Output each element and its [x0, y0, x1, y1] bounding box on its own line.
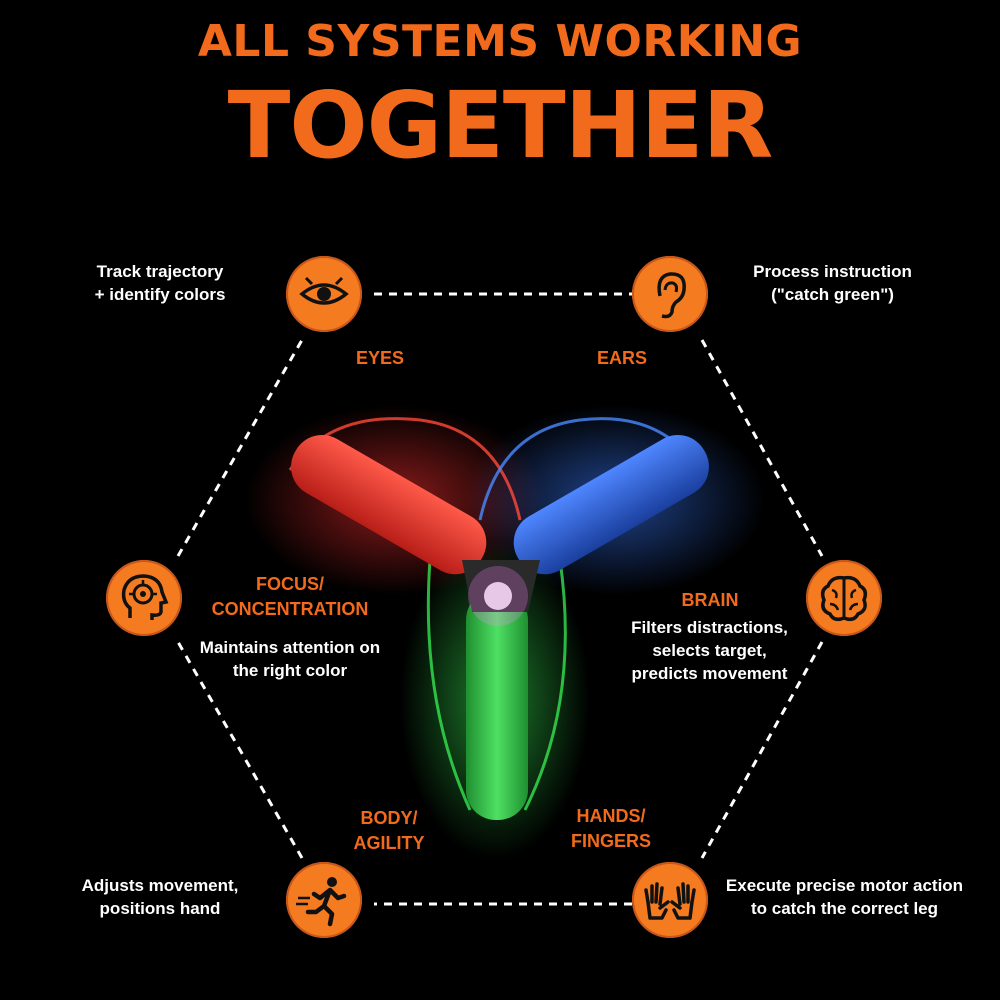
title-line-2: TOGETHER [227, 72, 774, 179]
brain-label: BRAIN [681, 590, 739, 610]
brain-node [806, 560, 882, 636]
body-label: BODY/AGILITY [353, 808, 425, 853]
brain-desc: Filters distractions,selects target,pred… [631, 618, 788, 683]
ears-desc: Process instruction("catch green") [753, 262, 912, 304]
body-node [286, 862, 362, 938]
body-desc: Adjusts movement,positions hand [81, 876, 239, 918]
eyes-label: EYES [355, 348, 405, 368]
hands-label: HANDS/FINGERS [570, 806, 651, 851]
hands-icon [644, 882, 696, 920]
head-target-icon [121, 574, 169, 620]
eyes-desc: Track trajectory+ identify colors [94, 262, 226, 304]
hands-node [632, 862, 708, 938]
eyes-node [286, 256, 362, 332]
brain-icon [820, 575, 868, 622]
ear-icon [657, 272, 686, 319]
ears-label: EARS [596, 348, 647, 368]
ears-node [632, 256, 708, 332]
running-person-icon [296, 877, 347, 927]
title-line-1: ALL SYSTEMS WORKING [197, 16, 803, 67]
eye-icon [299, 276, 349, 305]
focus-label: FOCUS/CONCENTRATION [211, 574, 369, 619]
focus-node [106, 560, 182, 636]
